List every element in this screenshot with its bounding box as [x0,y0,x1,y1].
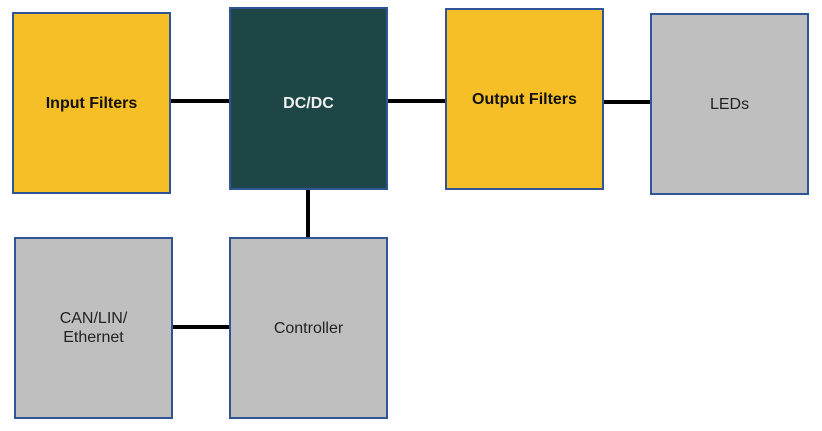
leds-block: LEDs [650,13,809,195]
can-label-line1: CAN/LIN/ [59,310,128,327]
input-filters-label: Input Filters [45,94,138,112]
connector-dcdc-controller [306,189,310,238]
dcdc-label: DC/DC [283,95,334,112]
connector-input-dcdc [170,99,230,103]
controller-label: Controller [273,319,344,337]
controller-block: Controller [229,237,388,419]
output-filters-block: Output Filters [445,8,604,190]
dcdc-block: DC/DC [229,7,388,190]
connector-output-leds [603,100,651,104]
can-label-line2: Ethernet [63,329,124,346]
output-filters-label: Output Filters [472,90,577,108]
connector-can-controller [172,325,230,329]
leds-label: LEDs [709,95,750,113]
can-lin-ethernet-block: CAN/LIN/ Ethernet [14,237,173,419]
input-filters-block: Input Filters [12,12,171,194]
connector-dcdc-output [387,99,446,103]
